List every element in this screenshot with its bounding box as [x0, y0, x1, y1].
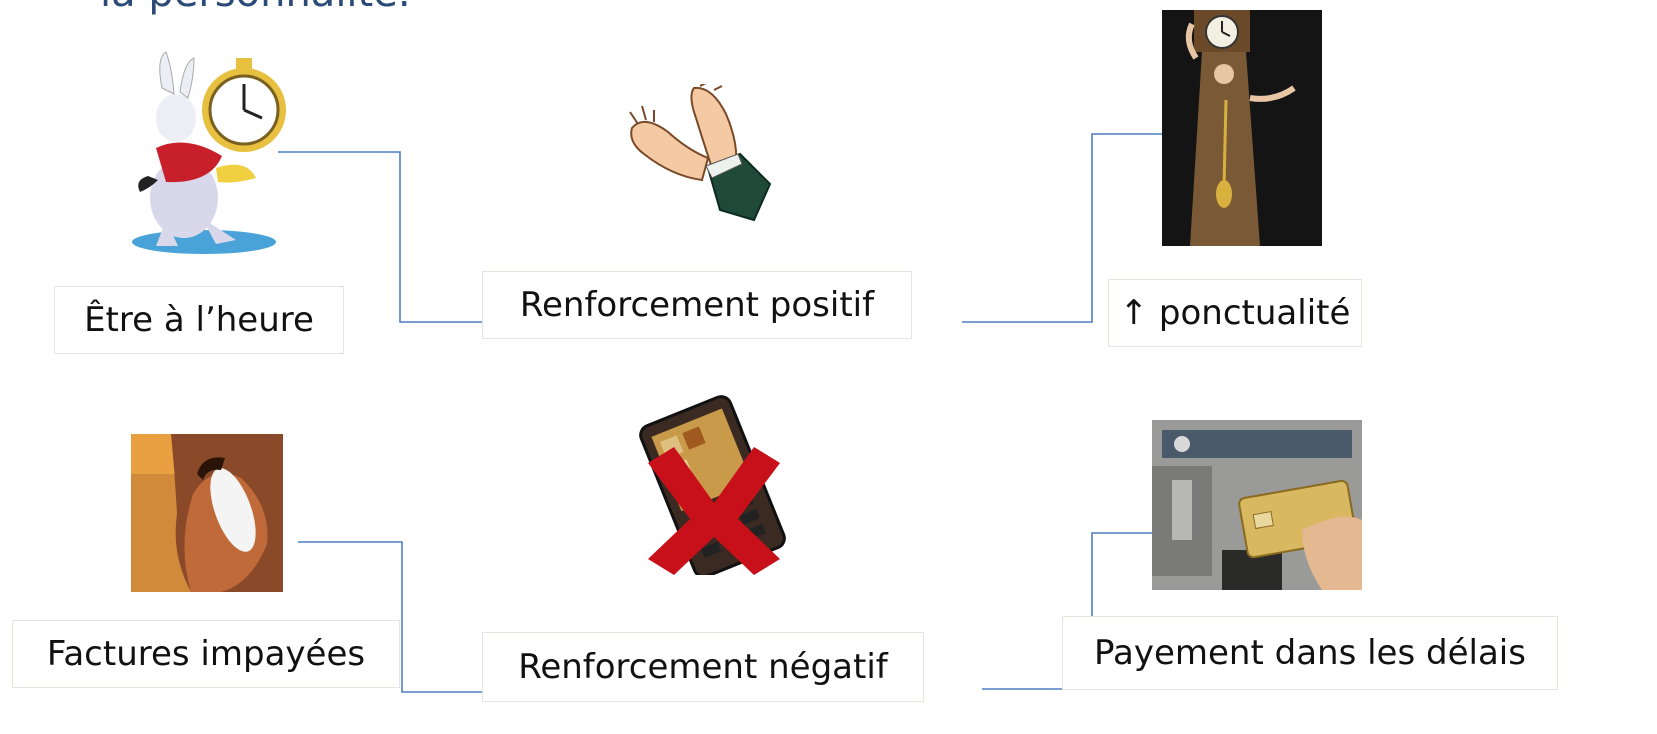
card-in-atm-icon — [1152, 420, 1362, 590]
behavior-label-unpaid-bills: Factures impayées — [12, 620, 400, 688]
crossed-out-mobile-phone-icon — [634, 395, 792, 579]
grandfather-clock-costume-icon — [1162, 10, 1322, 246]
connector-positive-to-outcome — [962, 127, 1224, 323]
negative-reinforcement-label: Renforcement négatif — [482, 632, 924, 702]
positive-reinforcement-label: Renforcement positif — [482, 271, 912, 339]
connector-behavior-to-positive — [278, 151, 502, 329]
outcome-label-timely-payment: Payement dans les délais — [1062, 616, 1558, 690]
outcome-label-punctuality: ↑ ponctualité — [1108, 279, 1362, 347]
white-rabbit-pocket-watch-icon — [126, 48, 296, 256]
slide-title-fragment: la personnalité. — [100, 0, 411, 16]
clapping-hands-icon — [624, 81, 774, 224]
person-on-phone-icon — [131, 434, 283, 592]
connector-behavior-to-negative — [298, 541, 502, 699]
behavior-label-punctuality: Être à l’heure — [54, 286, 344, 354]
